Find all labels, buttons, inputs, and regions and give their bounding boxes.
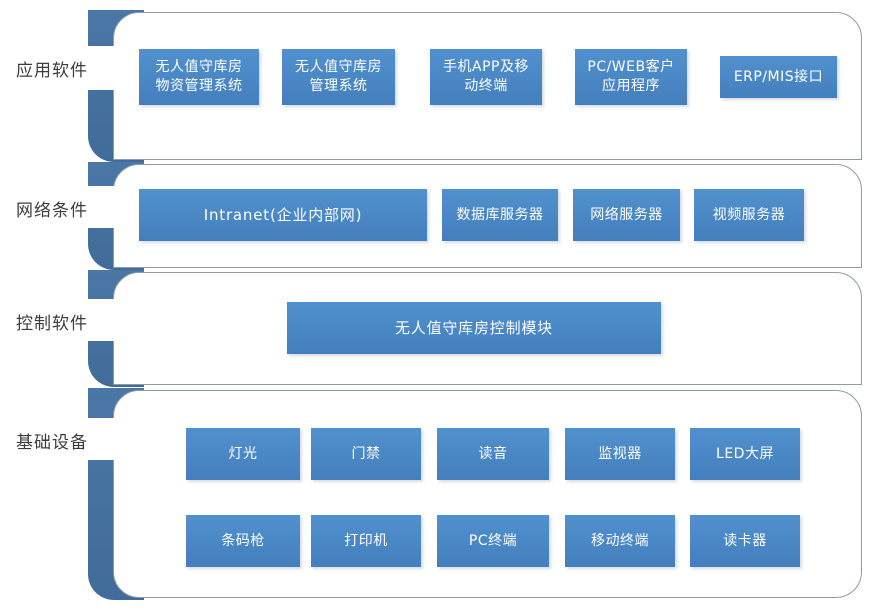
chip-ctrl-unattended-warehouse-module: 无人值守库房控制模块: [287, 302, 661, 354]
chip-line-1: 视频服务器: [712, 206, 786, 223]
chip-app-warehouse-management: 无人值守库房 管理系统: [282, 49, 395, 105]
layer-label-infrastructure-equipment: 基础设备: [16, 433, 88, 453]
chip-line-1: Intranet(企业内部网): [203, 205, 363, 224]
chip-line-1: 灯光: [228, 445, 258, 462]
chip-line-1: 无人值守库房: [155, 59, 243, 76]
chip-infra-printer: 打印机: [311, 515, 421, 567]
chip-line-1: PC/WEB客户: [587, 59, 675, 76]
chip-infra-lighting: 灯光: [186, 428, 300, 480]
chip-line-2: 应用程序: [601, 78, 660, 94]
chip-line-1: 网络服务器: [590, 206, 663, 223]
chip-infra-audio-reader: 读音: [437, 428, 549, 480]
chip-line-2: 管理系统: [309, 78, 368, 94]
chip-net-intranet: Intranet(企业内部网): [139, 189, 427, 241]
chip-line-1: 无人值守库房控制模块: [394, 318, 553, 337]
chip-infra-access-control: 门禁: [311, 428, 421, 480]
chip-line-1: 打印机: [344, 532, 388, 549]
layer-label-network-conditions: 网络条件: [16, 201, 88, 221]
chip-line-1: PC终端: [468, 532, 518, 549]
chip-infra-barcode-scanner: 条码枪: [186, 515, 300, 567]
chip-line-1: 移动终端: [591, 532, 649, 549]
chip-infra-led-screen: LED大屏: [690, 428, 800, 480]
chip-net-video-server: 视频服务器: [694, 189, 804, 241]
chip-line-2: 动终端: [464, 78, 508, 94]
chip-line-2: 物资管理系统: [155, 78, 243, 94]
chip-line-1: 门禁: [351, 445, 381, 462]
chip-line-1: LED大屏: [716, 445, 774, 462]
layer-bracket-notch-control-software: [88, 299, 118, 341]
layer-bracket-notch-network-conditions: [88, 186, 118, 228]
chip-line-1: 读卡器: [723, 532, 767, 549]
chip-app-pc-web-client: PC/WEB客户 应用程序: [575, 49, 687, 105]
chip-app-mobile-app: 手机APP及移 动终端: [430, 49, 542, 105]
chip-line-1: 条码枪: [221, 532, 265, 549]
chip-line-1: 监视器: [598, 445, 642, 462]
chip-line-1: 手机APP及移: [443, 59, 529, 76]
chip-line-1: 读音: [478, 445, 508, 462]
chip-line-1: 数据库服务器: [456, 206, 544, 223]
chip-infra-monitor: 监视器: [565, 428, 675, 480]
chip-app-material-management: 无人值守库房 物资管理系统: [139, 49, 259, 105]
chip-app-erp-mis-interface: ERP/MIS接口: [720, 56, 837, 98]
chip-infra-pc-terminal: PC终端: [437, 515, 549, 567]
chip-infra-card-reader: 读卡器: [690, 515, 800, 567]
layer-label-control-software: 控制软件: [16, 314, 88, 334]
chip-net-network-server: 网络服务器: [573, 189, 680, 241]
chip-net-database-server: 数据库服务器: [442, 189, 558, 241]
layer-bracket-notch-infrastructure-equipment: [88, 418, 118, 460]
layer-label-application-software: 应用软件: [16, 61, 88, 81]
chip-infra-mobile-terminal: 移动终端: [565, 515, 675, 567]
layer-bracket-notch-application-software: [88, 46, 118, 90]
chip-line-1: ERP/MIS接口: [733, 68, 824, 85]
chip-line-1: 无人值守库房: [295, 59, 382, 76]
